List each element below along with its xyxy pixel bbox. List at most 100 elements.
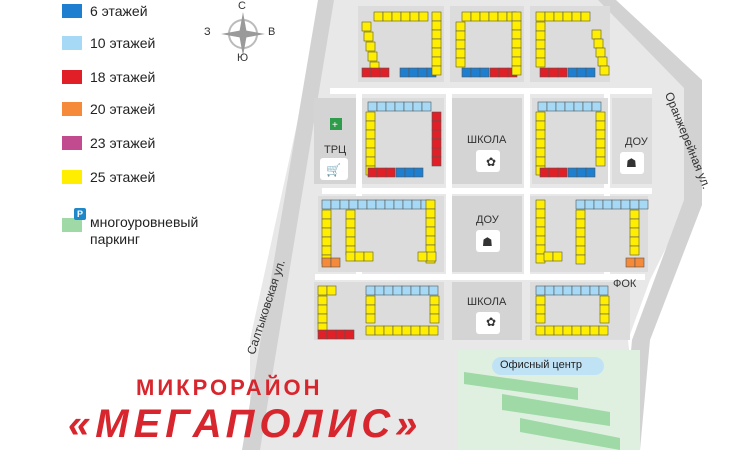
building-section <box>408 67 419 78</box>
parking-lot <box>464 372 578 400</box>
building-section <box>374 285 385 296</box>
svg-text:✿: ✿ <box>486 315 496 329</box>
building-section <box>511 56 522 67</box>
building-section <box>365 120 376 131</box>
legend-swatch <box>62 4 82 18</box>
building-section <box>393 199 404 210</box>
building-section <box>376 101 387 112</box>
building-section <box>401 285 412 296</box>
building-section <box>575 245 586 256</box>
kindergarten-label-center: ДОУ <box>476 214 499 226</box>
building-section <box>479 11 490 22</box>
parking-lot <box>502 394 610 426</box>
building-section <box>535 21 546 32</box>
compass: С Ю З В <box>204 0 276 68</box>
building-section <box>461 11 472 22</box>
building-section <box>535 208 546 219</box>
building-section <box>399 67 410 78</box>
building-section <box>535 156 546 167</box>
building-section <box>567 67 578 78</box>
building-section <box>580 11 591 22</box>
building-section <box>548 167 559 178</box>
building-section <box>511 47 522 58</box>
mall-icon <box>320 158 348 180</box>
building-section <box>488 11 499 22</box>
sports-label: ФОК <box>613 278 637 290</box>
building-section <box>535 226 546 237</box>
building-section <box>326 285 337 296</box>
building-section <box>317 295 328 306</box>
building-section <box>321 209 332 220</box>
building-section <box>489 67 500 78</box>
building-section <box>425 226 436 237</box>
building-section <box>321 236 332 247</box>
building-section <box>419 285 430 296</box>
building-section <box>370 67 381 78</box>
building-section <box>395 167 406 178</box>
school-icon-top <box>476 150 500 172</box>
building-section <box>317 304 328 315</box>
building-section <box>582 101 593 112</box>
building-section <box>470 11 481 22</box>
building-section <box>366 199 377 210</box>
building-section <box>345 209 356 220</box>
building-section <box>595 120 606 131</box>
building-section <box>413 167 424 178</box>
building-section <box>429 304 440 315</box>
building-section <box>431 56 442 67</box>
building-section <box>548 67 559 78</box>
building-section <box>543 251 554 262</box>
building-section <box>544 325 555 336</box>
title-line-1: МИКРОРАЙОН <box>136 375 323 400</box>
compass-east: В <box>268 26 276 38</box>
legend-swatch <box>62 136 82 150</box>
building-section <box>379 67 390 78</box>
building-section <box>428 325 439 336</box>
building-section <box>367 51 378 62</box>
svg-text:☗: ☗ <box>482 235 493 249</box>
building-section <box>589 285 600 296</box>
building-section <box>535 147 546 158</box>
building-section <box>629 245 640 256</box>
building-section <box>391 11 402 22</box>
building-section <box>365 129 376 140</box>
building-section <box>401 325 412 336</box>
building-section <box>404 167 415 178</box>
legend-swatch <box>62 102 82 116</box>
building-section <box>629 218 640 229</box>
school-icon-bottom <box>476 312 500 334</box>
building-section <box>392 285 403 296</box>
building-section <box>431 11 442 22</box>
building-section <box>595 111 606 122</box>
building-section <box>410 285 421 296</box>
building-section <box>537 101 548 112</box>
building-section <box>575 218 586 229</box>
building-section <box>431 138 442 149</box>
building-section <box>580 325 591 336</box>
building-section <box>431 147 442 158</box>
building-section <box>557 67 568 78</box>
building-section <box>511 11 522 22</box>
building-section <box>354 251 365 262</box>
building-section <box>620 199 631 210</box>
building-section <box>593 38 604 49</box>
building-section <box>344 329 355 340</box>
kindergarten-icon-right <box>620 152 644 174</box>
building-section <box>575 227 586 238</box>
building-section <box>535 304 546 315</box>
building-section <box>535 295 546 306</box>
kindergarten-label-right: ДОУ <box>625 136 648 148</box>
building-section <box>455 39 466 50</box>
building-section <box>383 285 394 296</box>
building-section <box>392 325 403 336</box>
building-section <box>629 209 640 220</box>
building-section <box>553 285 564 296</box>
compass-south: Ю <box>237 52 249 64</box>
parking-lot <box>520 418 620 450</box>
building-section <box>326 329 337 340</box>
building-section <box>365 147 376 158</box>
building-section <box>321 218 332 229</box>
building-section <box>383 325 394 336</box>
building-section <box>599 313 610 324</box>
parking-legend-swatch <box>62 218 82 232</box>
